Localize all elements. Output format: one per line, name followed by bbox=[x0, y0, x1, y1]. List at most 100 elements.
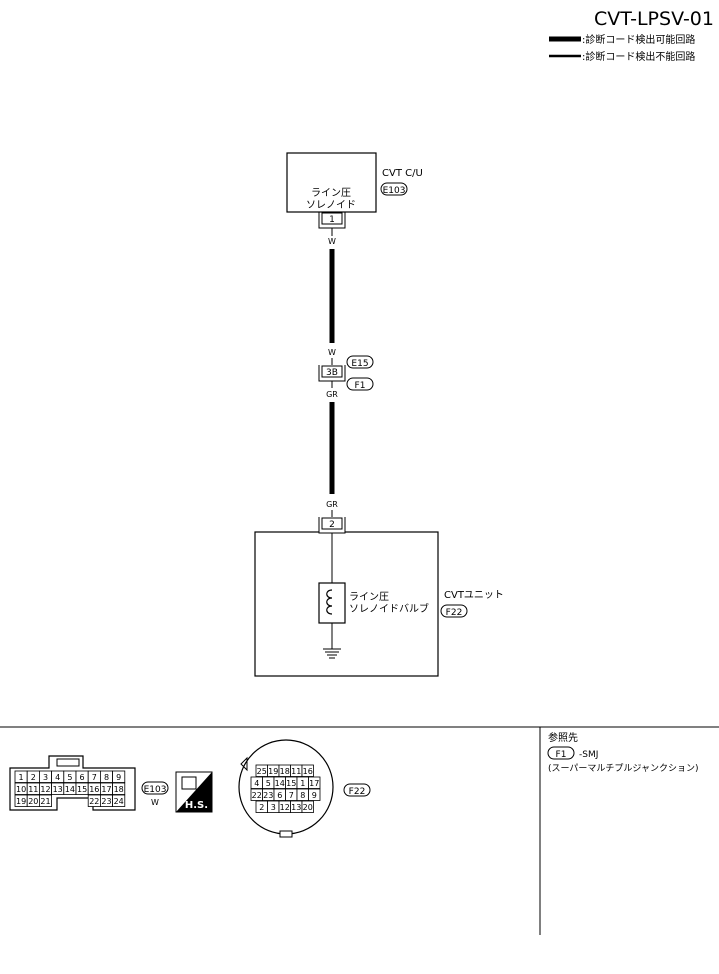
f22-cell bbox=[308, 788, 321, 801]
e103-pin-label: 1 bbox=[19, 773, 24, 782]
f22-pin-label: 15 bbox=[286, 779, 296, 788]
e103-face-color: W bbox=[151, 798, 159, 807]
reference-tag-label: F1 bbox=[556, 750, 567, 760]
wire-color-joint-in: W bbox=[328, 348, 336, 357]
e103-pin-label: 6 bbox=[80, 773, 85, 782]
e103-pin-label: 16 bbox=[89, 785, 99, 794]
e103-pin-label: 9 bbox=[116, 773, 121, 782]
hs-badge-label: H.S. bbox=[185, 800, 208, 811]
pin-1-box bbox=[321, 212, 343, 225]
f22-face-tag bbox=[343, 783, 371, 797]
f22-pin-label: 19 bbox=[268, 767, 278, 776]
f22-pin-label: 11 bbox=[291, 767, 301, 776]
e103-pin-label: 8 bbox=[104, 773, 109, 782]
reference-code: -SMJ bbox=[579, 750, 598, 760]
e103-pin-label: 15 bbox=[77, 785, 87, 794]
e103-pin-label: 7 bbox=[92, 773, 97, 782]
connector-tag-f22 bbox=[440, 604, 468, 618]
e103-pin-label: 22 bbox=[89, 797, 99, 806]
f22-pin-label: 17 bbox=[309, 779, 319, 788]
cvt-cu-name-line1: ライン圧 bbox=[311, 187, 351, 199]
e103-cell bbox=[112, 794, 126, 807]
f22-pin-label: 6 bbox=[277, 791, 282, 800]
f22-pin-label: 22 bbox=[252, 791, 262, 800]
f22-pin-label: 7 bbox=[289, 791, 294, 800]
f22-pin-label: 4 bbox=[254, 779, 259, 788]
pin-2-box bbox=[321, 517, 343, 530]
joint-pin-label: 3B bbox=[326, 368, 338, 378]
f22-cell bbox=[301, 800, 314, 813]
e103-pin-label: 4 bbox=[55, 773, 60, 782]
e103-face-tag bbox=[141, 781, 169, 795]
f22-pin-label: 3 bbox=[271, 803, 276, 812]
f22-face-tag-label: F22 bbox=[349, 787, 366, 797]
connector-tag-e103 bbox=[380, 182, 408, 196]
e103-pin-label: 24 bbox=[114, 797, 124, 806]
e103-pin-label: 5 bbox=[67, 773, 72, 782]
valve-name-line2: ソレノイドバルブ bbox=[349, 602, 429, 615]
e103-pin-label: 21 bbox=[40, 797, 50, 806]
connector-tag-f1 bbox=[346, 377, 374, 391]
cvt-cu-box bbox=[286, 152, 377, 213]
e103-pin-label: 17 bbox=[101, 785, 111, 794]
connector-tag-e15-label: E15 bbox=[351, 359, 368, 369]
legend-thin-label: :診断コード検出不能回路 bbox=[582, 50, 695, 63]
cvt-cu-label: CVT C/U bbox=[382, 168, 423, 179]
coil-icon bbox=[326, 589, 333, 615]
f22-pin-label: 14 bbox=[275, 779, 285, 788]
f22-pin-label: 1 bbox=[300, 779, 305, 788]
f22-pin-label: 9 bbox=[312, 791, 317, 800]
e103-pin-label: 23 bbox=[101, 797, 111, 806]
cvt-unit-box bbox=[254, 531, 439, 677]
valve-name-line1: ライン圧 bbox=[349, 591, 389, 603]
f22-pin-label: 12 bbox=[280, 803, 290, 812]
e103-pin-label: 2 bbox=[31, 773, 36, 782]
f22-pin-label: 8 bbox=[300, 791, 305, 800]
f22-pin-label: 5 bbox=[266, 779, 271, 788]
f22-pin-label: 25 bbox=[257, 767, 267, 776]
e103-pin-label: 19 bbox=[16, 797, 26, 806]
e103-pin-label: 12 bbox=[40, 785, 50, 794]
wire-color-top: W bbox=[328, 237, 336, 246]
f22-pin-label: 13 bbox=[291, 803, 301, 812]
hs-badge-icon: H.S. bbox=[175, 771, 213, 813]
wire-color-joint-out: GR bbox=[326, 390, 338, 399]
wire-color-bottom: GR bbox=[326, 500, 338, 509]
e103-cell bbox=[39, 794, 53, 807]
e103-pin-label: 13 bbox=[53, 785, 63, 794]
reference-desc: (スーパーマルチプルジャンクション) bbox=[548, 763, 698, 774]
e103-pin-label: 18 bbox=[114, 785, 124, 794]
f22-pin-label: 23 bbox=[263, 791, 273, 800]
cvt-cu-name-line2: ソレノイド bbox=[306, 200, 356, 211]
f22-cell bbox=[301, 764, 314, 777]
joint-pin-box bbox=[321, 365, 343, 378]
e103-pin-label: 3 bbox=[43, 773, 48, 782]
e103-face-tag-label: E103 bbox=[144, 785, 167, 795]
e103-pin-label: 20 bbox=[28, 797, 38, 806]
f22-pin-label: 2 bbox=[259, 803, 264, 812]
pin-1-label: 1 bbox=[329, 215, 335, 225]
connector-tag-e15 bbox=[346, 355, 374, 369]
solenoid-valve-symbol bbox=[318, 582, 346, 624]
ground-icon bbox=[323, 648, 341, 659]
connector-tag-f1-label: F1 bbox=[355, 381, 366, 391]
cvt-unit-label: CVTユニット bbox=[444, 590, 504, 601]
legend-thick-label: :診断コード検出可能回路 bbox=[582, 33, 695, 46]
diagram-id: CVT-LPSV-01 bbox=[594, 8, 714, 30]
f22-pin-label: 20 bbox=[303, 803, 313, 812]
e103-cell bbox=[112, 770, 126, 783]
reference-tag bbox=[547, 746, 575, 760]
f22-pin-label: 18 bbox=[280, 767, 290, 776]
reference-title: 参照先 bbox=[548, 731, 578, 744]
e103-pin-label: 11 bbox=[28, 785, 38, 794]
e103-pin-label: 14 bbox=[65, 785, 75, 794]
connector-tag-f22-label: F22 bbox=[446, 608, 463, 618]
pin-2-label: 2 bbox=[329, 520, 335, 530]
f22-pin-label: 16 bbox=[303, 767, 313, 776]
e103-cell bbox=[112, 782, 126, 795]
f22-cell bbox=[308, 776, 321, 789]
e103-pin-label: 10 bbox=[16, 785, 26, 794]
